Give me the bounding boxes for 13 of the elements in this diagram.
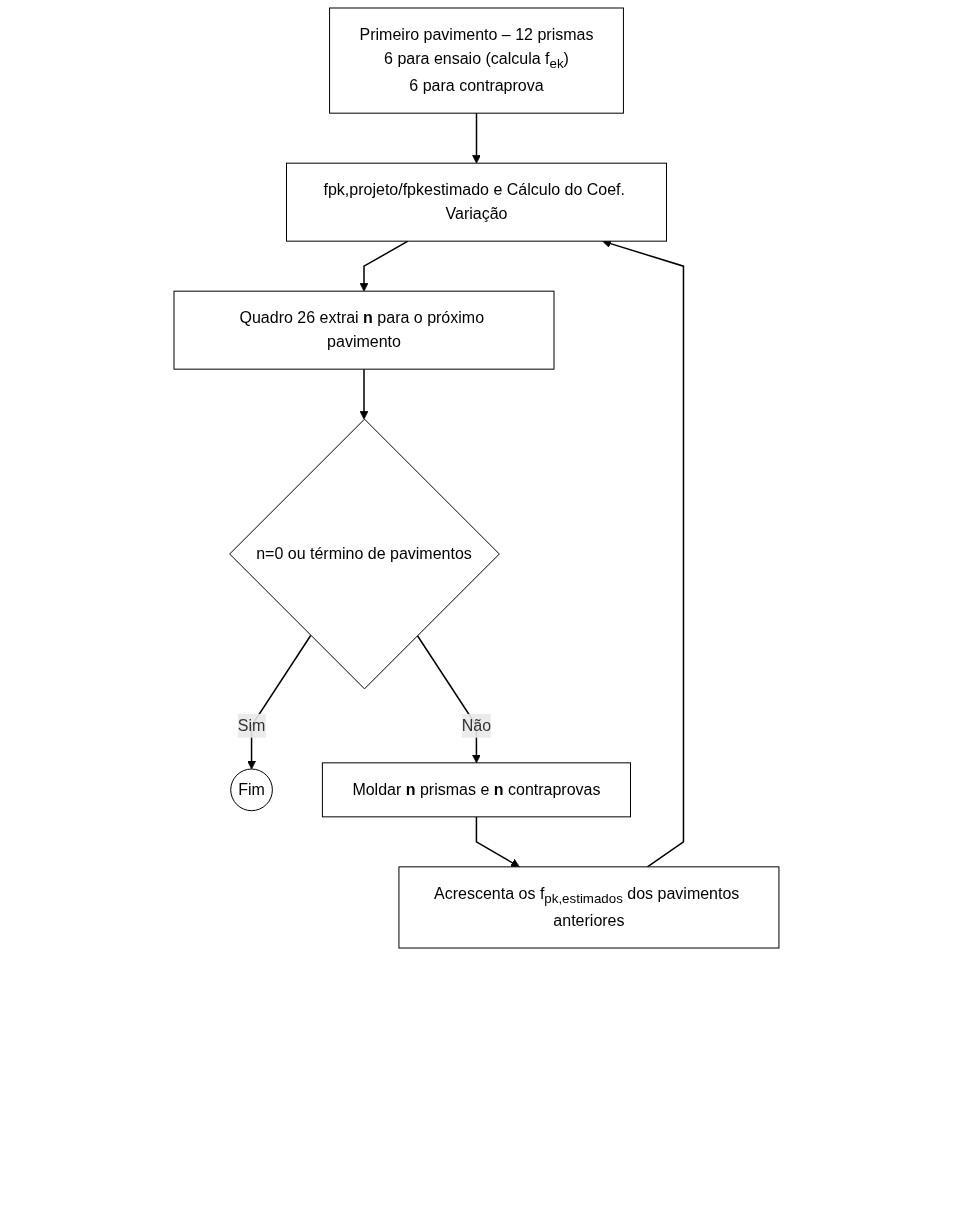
node-box: Acrescenta os f$_{pk,estimados}$ dos pavimentos anteriores bbox=[398, 866, 780, 949]
node-box: Moldar n prismas e n contraprovas bbox=[321, 762, 631, 818]
node-box: Primeiro pavimento – 12 prismas 6 para ensaio (calcula f$_{ek}$) 6 para contraprova bbox=[329, 7, 624, 114]
node-diamond: n=0 ou término de pavimentos bbox=[229, 418, 500, 690]
arrow bbox=[472, 112, 481, 164]
arrow bbox=[359, 368, 369, 420]
node-box: fpk,projeto/fpkestimado e Cálculo do Coef. Variação bbox=[286, 162, 668, 242]
node-box: Quadro 26 extrai n para o próximo pavimento bbox=[173, 290, 555, 370]
edge-label: Não bbox=[461, 716, 492, 734]
node-circle: Fim bbox=[230, 768, 273, 812]
edge-label: Sim bbox=[237, 716, 266, 734]
arrow bbox=[359, 240, 409, 292]
arrow bbox=[475, 816, 520, 868]
